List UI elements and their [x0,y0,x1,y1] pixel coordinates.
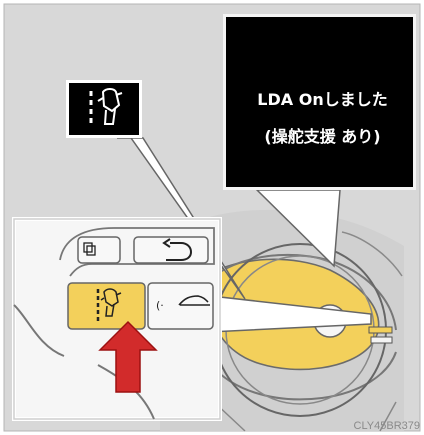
lane-departure-alert-icon [66,80,142,138]
arrow-up-icon [98,320,158,393]
callout-line-2: (操舵支援 あり) [264,127,381,146]
callout-line-1: LDA Onしました [257,90,388,109]
svg-text:(·: (· [156,299,164,312]
radar-cruise-switch[interactable] [147,282,214,330]
lda-indicator-icon [89,88,123,127]
callout-display: LDA Onしました (操舵支援 あり) [223,14,416,190]
figure-code: CLY45BR379 [353,420,420,432]
